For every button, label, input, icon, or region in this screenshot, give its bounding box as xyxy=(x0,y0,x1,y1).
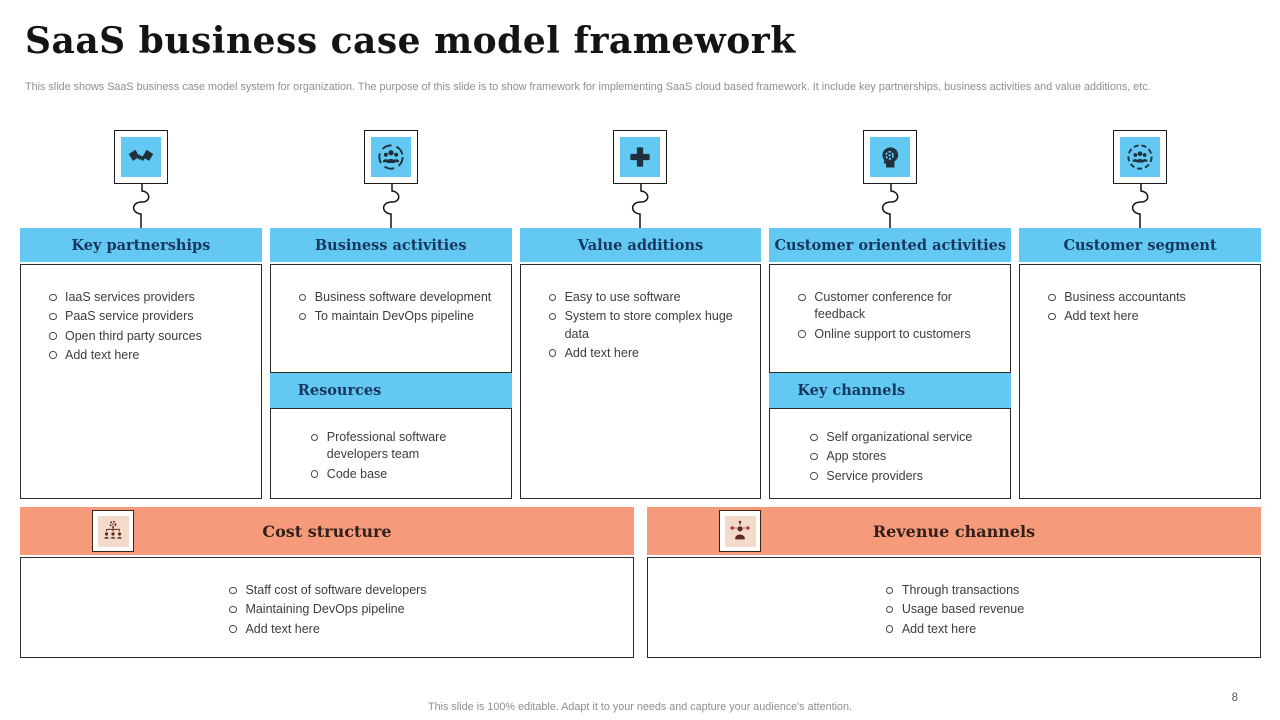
footer-note: This slide is 100% editable. Adapt it to… xyxy=(427,701,852,713)
list-item: Maintaining DevOps pipeline xyxy=(227,601,426,618)
bottom-sections: Cost structure Staff cost of software de… xyxy=(20,507,1261,658)
sub-header-resources: Resources xyxy=(269,373,512,408)
section-cost-structure: Cost structure Staff cost of software de… xyxy=(20,507,634,658)
section-revenue-channels: Revenue channels Through transactions Us… xyxy=(647,507,1261,658)
section-body: Through transactions Usage based revenue… xyxy=(647,557,1261,658)
list-item: Open third party sources xyxy=(47,328,255,345)
list-item: System to store complex huge data xyxy=(547,308,755,343)
bullet-list: Self organizational service App stores S… xyxy=(770,409,1010,485)
list-item: Business software development xyxy=(297,289,505,306)
sub-body: Self organizational service App stores S… xyxy=(769,408,1012,499)
squiggle-connector xyxy=(882,184,899,228)
list-item: Online support to customers xyxy=(796,326,1004,343)
cost-structure-bar: Cost structure xyxy=(20,507,634,555)
bullet-list: Business software development To maintai… xyxy=(271,265,511,326)
list-item: Professional software developers team xyxy=(309,429,505,464)
icon-box xyxy=(613,130,668,184)
handshake-icon xyxy=(120,137,161,177)
list-item: Through transactions xyxy=(884,582,1024,599)
column-body: Customer conference for feedback Online … xyxy=(769,264,1012,373)
framework-columns: Key partnerships IaaS services providers… xyxy=(20,130,1261,499)
customer-group-icon xyxy=(1120,137,1161,177)
list-item: To maintain DevOps pipeline xyxy=(297,308,505,325)
icon-box xyxy=(92,510,134,552)
list-item: Code base xyxy=(309,466,505,483)
icon-box xyxy=(863,130,918,184)
bullet-list: Customer conference for feedback Online … xyxy=(770,265,1010,343)
column-body: Easy to use software System to store com… xyxy=(519,264,762,499)
list-item: Add text here xyxy=(227,621,426,638)
column-header: Value additions xyxy=(519,228,762,262)
column-header: Business activities xyxy=(269,228,512,262)
slide-description: This slide shows SaaS business case mode… xyxy=(25,81,1151,93)
squiggle-connector xyxy=(132,184,150,228)
list-item: Usage based revenue xyxy=(884,601,1024,618)
list-item: Self organizational service xyxy=(808,429,1004,446)
icon-box xyxy=(113,130,168,184)
revenue-channels-bar: Revenue channels xyxy=(647,507,1261,555)
list-item: Add text here xyxy=(47,347,255,364)
column-header: Customer segment xyxy=(1019,228,1261,262)
bullet-list: IaaS services providers PaaS service pro… xyxy=(21,265,261,364)
icon-box xyxy=(719,510,761,552)
list-item: Easy to use software xyxy=(547,289,755,306)
bullet-list: Professional software developers team Co… xyxy=(271,409,511,483)
column-key-partnerships: Key partnerships IaaS services providers… xyxy=(20,130,262,499)
list-item: Add text here xyxy=(547,345,755,362)
list-item: Service providers xyxy=(808,468,1004,485)
sub-header-key-channels: Key channels xyxy=(769,373,1012,408)
section-title: Cost structure xyxy=(262,521,392,541)
team-cycle-icon xyxy=(370,137,411,177)
list-item: Customer conference for feedback xyxy=(796,289,1004,324)
list-item: Add text here xyxy=(884,621,1024,638)
org-structure-icon xyxy=(97,515,129,547)
icon-box xyxy=(363,130,418,184)
plus-icon xyxy=(620,137,661,177)
revenue-network-icon xyxy=(724,515,756,547)
column-body: Business software development To maintai… xyxy=(269,264,512,373)
column-customer-oriented-activities: Customer oriented activities Customer co… xyxy=(769,130,1012,499)
column-value-additions: Value additions Easy to use software Sys… xyxy=(519,130,762,499)
bullet-list: Business accountants Add text here xyxy=(1020,265,1260,326)
list-item: IaaS services providers xyxy=(47,289,255,306)
bullet-list: Staff cost of software developers Mainta… xyxy=(227,558,427,657)
squiggle-connector xyxy=(632,184,649,228)
list-item: Add text here xyxy=(1046,308,1254,325)
column-header: Customer oriented activities xyxy=(769,228,1012,262)
page-number: 8 xyxy=(1231,692,1238,704)
sub-body: Professional software developers team Co… xyxy=(269,408,512,499)
bullet-list: Through transactions Usage based revenue… xyxy=(884,558,1024,657)
column-body: IaaS services providers PaaS service pro… xyxy=(20,264,262,499)
list-item: Staff cost of software developers xyxy=(227,582,427,599)
page-title: SaaS business case model framework xyxy=(25,20,796,62)
column-header: Key partnerships xyxy=(20,228,262,262)
column-body: Business accountants Add text here xyxy=(1019,264,1261,499)
column-customer-segment: Customer segment Business accountants Ad… xyxy=(1019,130,1261,499)
section-title: Revenue channels xyxy=(872,521,1036,541)
icon-box xyxy=(1113,130,1168,184)
bullet-list: Easy to use software System to store com… xyxy=(521,265,761,362)
squiggle-connector xyxy=(1131,184,1149,228)
list-item: PaaS service providers xyxy=(47,308,255,325)
head-gear-icon xyxy=(870,137,911,177)
list-item: App stores xyxy=(808,448,1004,465)
column-business-activities: Business activities Business software de… xyxy=(269,130,512,499)
list-item: Business accountants xyxy=(1046,289,1254,306)
squiggle-connector xyxy=(382,184,400,228)
section-body: Staff cost of software developers Mainta… xyxy=(20,557,634,658)
